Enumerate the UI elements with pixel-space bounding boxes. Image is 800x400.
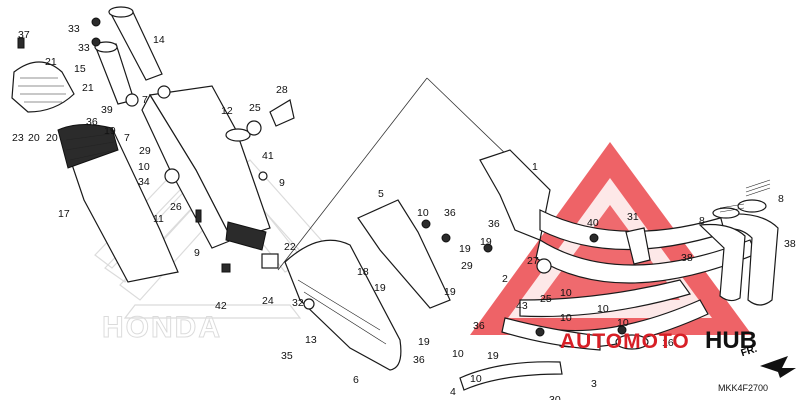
callout-34: 34 [138, 176, 150, 188]
callout-38: 38 [681, 252, 693, 264]
pipe-14-part [108, 6, 163, 81]
callout-8: 8 [699, 215, 705, 227]
collector-3-part [501, 317, 649, 351]
callout-14: 14 [153, 34, 165, 46]
callout-21: 21 [82, 82, 94, 94]
callout-5: 5 [378, 188, 384, 200]
callout-7: 7 [142, 94, 148, 106]
callout-10: 10 [560, 287, 572, 299]
callout-19: 19 [487, 350, 499, 362]
assembly-leader-lines [277, 77, 513, 271]
callout-41: 41 [262, 150, 274, 162]
callout-21: 21 [45, 56, 57, 68]
honda-wing-watermark: HONDA [94, 159, 331, 345]
callout-19: 19 [459, 243, 471, 255]
callout-25: 25 [249, 102, 261, 114]
callout-36: 36 [444, 207, 456, 219]
callout-36: 36 [413, 354, 425, 366]
callout-8: 8 [778, 193, 784, 205]
silencer-17-part [57, 124, 179, 283]
callout-19: 19 [104, 125, 116, 137]
callout-10: 10 [560, 312, 572, 324]
watermark-brand-right: HUB [705, 327, 757, 354]
callout-33: 33 [68, 23, 80, 35]
callout-10: 10 [452, 348, 464, 360]
honda-logo-text: HONDA [102, 311, 222, 344]
callout-15: 15 [74, 63, 86, 75]
callout-30: 30 [549, 394, 561, 400]
diagram-code: MKK4F2700 [718, 383, 769, 393]
callout-18: 18 [357, 266, 369, 278]
callout-1: 1 [532, 161, 538, 173]
heat-shield-6-part [284, 239, 402, 371]
watermark-brand-left: AUTOMOTO [560, 330, 690, 353]
bracket-5-part [357, 199, 451, 309]
o2-sensor-31-part [625, 227, 651, 265]
callout-17: 17 [58, 208, 70, 220]
callout-12: 12 [221, 105, 233, 117]
callout-33: 33 [78, 42, 90, 54]
callout-7: 7 [124, 132, 130, 144]
callout-19: 19 [418, 336, 430, 348]
front-direction-arrow [760, 356, 796, 378]
callout-10: 10 [417, 207, 429, 219]
callout-3: 3 [591, 378, 597, 390]
callout-9: 9 [194, 247, 200, 259]
head-pipes-part [698, 199, 779, 306]
callout-23: 23 [12, 132, 24, 144]
callout-31: 31 [627, 211, 639, 223]
callout-16: 16 [662, 337, 674, 349]
callout-19: 19 [444, 286, 456, 298]
callout-29: 29 [461, 260, 473, 272]
callout-42: 42 [215, 300, 227, 312]
callout-24: 24 [262, 295, 274, 307]
callout-36: 36 [488, 218, 500, 230]
hardware-fasteners [17, 17, 771, 337]
callout-25: 25 [540, 293, 552, 305]
callout-20: 20 [28, 132, 40, 144]
callout-19: 19 [480, 236, 492, 248]
callout-40: 40 [587, 217, 599, 229]
callout-6: 6 [353, 374, 359, 386]
callout-10: 10 [138, 161, 150, 173]
callout-28: 28 [276, 84, 288, 96]
callout-27: 27 [527, 255, 539, 267]
callout-9: 9 [279, 177, 285, 189]
callout-4: 4 [450, 386, 456, 398]
upper-cover-part [11, 61, 75, 113]
muffler-12-part [141, 85, 271, 251]
pipe-15-part [94, 41, 135, 105]
callout-19: 19 [374, 282, 386, 294]
callout-10: 10 [597, 303, 609, 315]
protector-4-part [459, 361, 563, 391]
callout-10: 10 [470, 373, 482, 385]
callout-36: 36 [86, 116, 98, 128]
callout-36: 36 [473, 320, 485, 332]
callout-35: 35 [281, 350, 293, 362]
callout-26: 26 [170, 201, 182, 213]
callout-22: 22 [284, 241, 296, 253]
callout-39: 39 [101, 104, 113, 116]
callout-13: 13 [305, 334, 317, 346]
callout-43: 43 [516, 300, 528, 312]
callout-10: 10 [617, 317, 629, 329]
callout-32: 32 [292, 297, 304, 309]
callout-2: 2 [502, 273, 508, 285]
callout-29: 29 [139, 145, 151, 157]
callout-11: 11 [153, 213, 164, 225]
callout-38: 38 [784, 238, 796, 250]
callout-20: 20 [46, 132, 58, 144]
callout-37: 37 [18, 29, 30, 41]
